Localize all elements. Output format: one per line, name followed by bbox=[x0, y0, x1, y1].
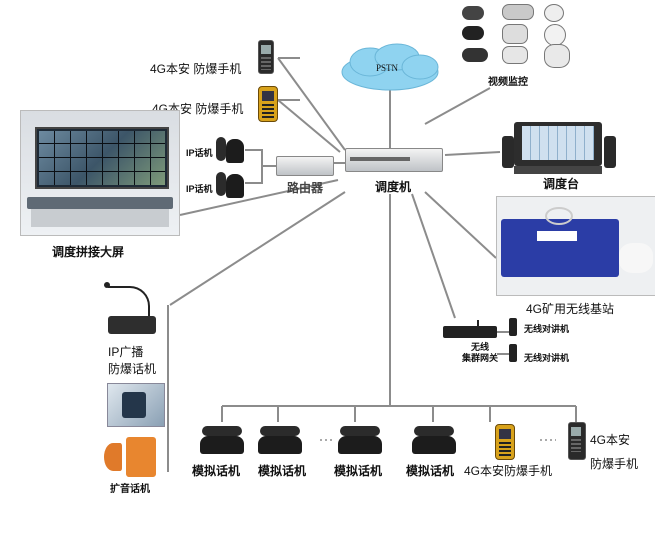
dispatch-console-icon bbox=[500, 118, 618, 176]
dispatcher-icon bbox=[345, 148, 443, 172]
router-label: 路由器 bbox=[287, 181, 324, 195]
camera-icon bbox=[462, 48, 488, 62]
analog-phone-label: 模拟话机 bbox=[192, 464, 241, 478]
explosion-proof-phone-icon bbox=[568, 422, 586, 460]
gateway-icon bbox=[443, 320, 497, 354]
camera-icon bbox=[462, 26, 484, 40]
video-label: 视频监控 bbox=[488, 77, 528, 88]
pstn-cloud-icon bbox=[341, 43, 439, 91]
explosion-proof-phone-icon bbox=[258, 40, 274, 74]
base-station-label: 4G矿用无线基站 bbox=[526, 302, 615, 316]
walkie-label: 无线对讲机 bbox=[524, 324, 570, 334]
walkie-label: 无线对讲机 bbox=[524, 353, 570, 363]
analog-phone-icon bbox=[200, 426, 244, 454]
explosion-proof-phone-icon bbox=[495, 424, 515, 460]
video-cameras bbox=[458, 2, 578, 70]
control-wall-image bbox=[20, 110, 180, 236]
wall-label: 调度拼接大屏 bbox=[52, 245, 125, 259]
camera-icon bbox=[502, 24, 528, 44]
analog-phone-icon bbox=[412, 426, 456, 454]
dispatcher-label: 调度机 bbox=[375, 180, 412, 194]
camera-icon bbox=[502, 4, 534, 20]
ip-phone-icon bbox=[216, 137, 244, 163]
console-label: 调度台 bbox=[543, 177, 580, 191]
analog-phone-label: 模拟话机 bbox=[406, 464, 455, 478]
explosion-proof-phone-image bbox=[107, 383, 165, 427]
display-wall bbox=[35, 127, 169, 189]
phone-label: 4G本安 防爆手机 bbox=[590, 433, 639, 471]
camera-icon bbox=[544, 24, 566, 46]
camera-icon bbox=[502, 46, 528, 64]
phone-label: 4G本安防爆手机 bbox=[464, 464, 553, 478]
walkie-talkie-icon bbox=[509, 318, 517, 336]
speaker-phone-label: 扩音话机 bbox=[110, 484, 150, 495]
camera-icon bbox=[544, 44, 570, 68]
analog-phone-label: 模拟话机 bbox=[258, 464, 307, 478]
camera-icon bbox=[544, 4, 564, 22]
pstn-label: PSTN bbox=[376, 63, 399, 73]
explosion-proof-phone-icon bbox=[258, 86, 278, 122]
phone-label: 4G本安 防爆手机 bbox=[150, 62, 242, 76]
analog-phone-icon bbox=[258, 426, 302, 454]
camera-icon bbox=[462, 6, 484, 20]
ip-broadcast-label: IP广播 防爆话机 bbox=[108, 345, 157, 376]
analog-phone-label: 模拟话机 bbox=[334, 464, 383, 478]
ip-phone-label: IP话机 bbox=[186, 184, 213, 194]
base-station-image bbox=[496, 196, 655, 296]
analog-phone-icon bbox=[338, 426, 382, 454]
router-icon bbox=[276, 156, 334, 176]
ip-broadcast-phone-icon bbox=[102, 280, 160, 342]
ip-phone-label: IP话机 bbox=[186, 148, 213, 158]
ip-phone-icon bbox=[216, 172, 244, 198]
speaker-phone-icon bbox=[104, 437, 158, 477]
walkie-talkie-icon bbox=[509, 344, 517, 362]
gateway-label: 无线 集群网关 bbox=[462, 342, 499, 363]
